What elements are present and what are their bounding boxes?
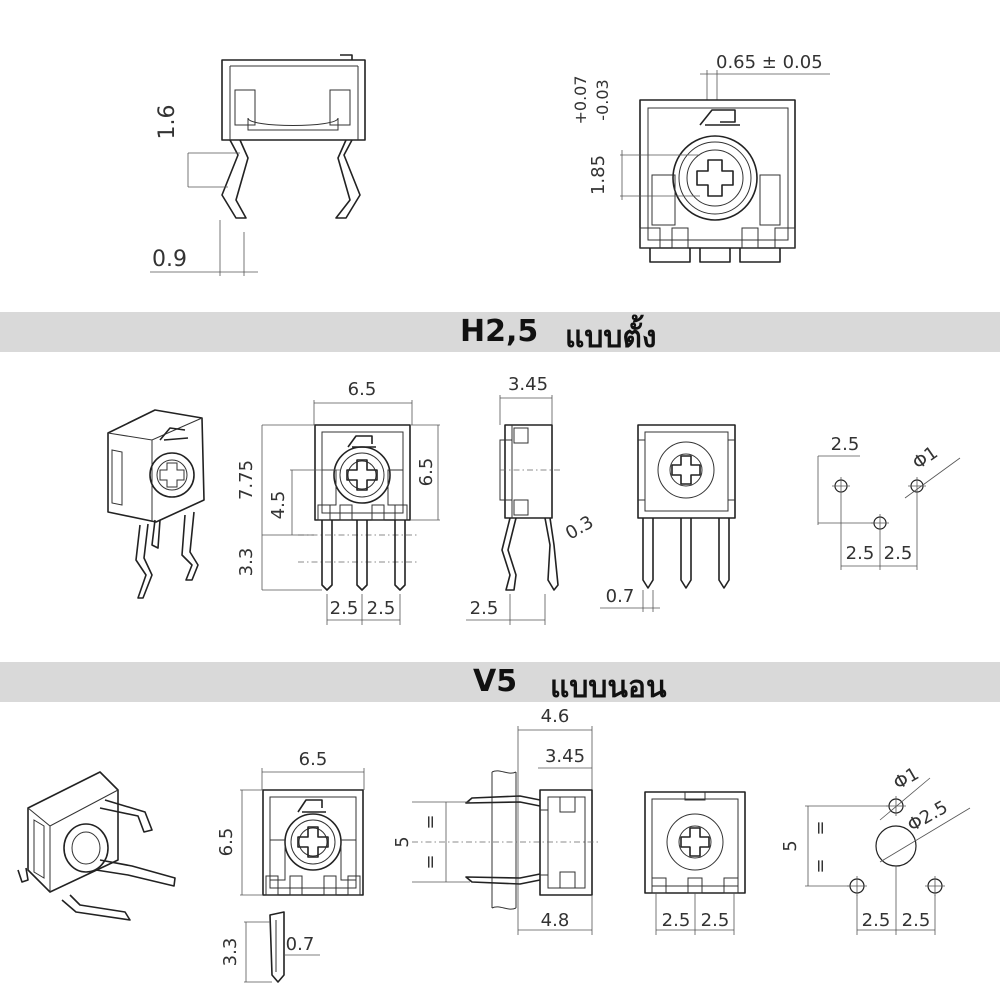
h-fp-hole: Φ1 <box>909 442 942 474</box>
v-eq-bottom: = <box>420 854 441 869</box>
top-front-view: 0.65 ± 0.05 1.85 +0.07 -0.03 <box>571 52 830 263</box>
v-back-view: 2.5 2.5 <box>644 791 746 935</box>
h-dim-pin-w: 0.7 <box>606 586 635 607</box>
h-dim-pin-len: 3.3 <box>236 548 257 577</box>
v-fp-left: 2.5 <box>862 910 891 931</box>
v-fp-eq-top: = <box>810 820 831 835</box>
section-v-band: V5 แบบนอน <box>0 662 1000 705</box>
v-fp-v: 5 <box>780 840 801 851</box>
section-h-subtitle: แบบตั้ง <box>565 320 657 355</box>
h-dim-height-total: 7.75 <box>236 460 257 500</box>
v-fp-hole: Φ1 <box>890 763 923 794</box>
v-footprint: Φ1 Φ2.5 5 = = 2.5 2.5 <box>780 763 971 935</box>
v-side-view: 4.6 3.45 5 = = 4.8 <box>392 706 600 935</box>
section-v-subtitle: แบบนอน <box>550 670 667 705</box>
dim-1-85: 1.85 <box>588 155 609 195</box>
dim-1-6: 1.6 <box>155 105 180 140</box>
v-dim-depth-total: 4.6 <box>541 706 570 727</box>
h-dim-pitch-left: 2.5 <box>330 598 359 619</box>
v-dim-bottom-len: 4.8 <box>541 910 570 931</box>
top-side-view: 1.6 0.9 <box>150 54 366 276</box>
section-h-code: H2,5 <box>460 314 539 349</box>
h-back-view: 0.7 <box>600 424 736 612</box>
v-isometric-view <box>17 771 176 921</box>
h-dim-depth: 3.45 <box>508 374 548 395</box>
v-front-view: 6.5 6.5 3.3 0.7 <box>216 749 365 983</box>
h-front-view: 6.5 7.75 4.5 6.5 3.3 2.5 2.5 <box>236 379 440 625</box>
v-dim-pitch-right: 2.5 <box>701 910 730 931</box>
dim-0-9: 0.9 <box>152 247 187 272</box>
h-dim-height-mid: 4.5 <box>268 491 289 520</box>
h-side-view: 3.45 0.3 2.5 <box>466 374 597 625</box>
h-fp-right: 2.5 <box>884 543 913 564</box>
h-dim-side-offset: 2.5 <box>470 598 499 619</box>
v-fp-eq-bottom: = <box>810 858 831 873</box>
v-eq-top: = <box>420 814 441 829</box>
v-dim-pitch-left: 2.5 <box>662 910 691 931</box>
v-fp-right: 2.5 <box>902 910 931 931</box>
v-dim-width: 6.5 <box>299 749 328 770</box>
h-dim-lead-thk: 0.3 <box>562 512 597 545</box>
v-dim-height: 6.5 <box>216 828 237 857</box>
h-dim-pitch-right: 2.5 <box>367 598 396 619</box>
h-dim-width: 6.5 <box>348 379 377 400</box>
tol-plus: +0.07 <box>571 75 590 124</box>
h-fp-top: 2.5 <box>831 434 860 455</box>
dim-0-65: 0.65 ± 0.05 <box>716 52 823 73</box>
h-fp-left: 2.5 <box>846 543 875 564</box>
h-isometric-view <box>107 409 205 599</box>
tol-minus: -0.03 <box>593 79 612 120</box>
h-dim-height-body: 6.5 <box>416 458 437 487</box>
section-h-band: H2,5 แบบตั้ง <box>0 312 1000 355</box>
v-dim-pin-len: 3.3 <box>220 938 241 967</box>
v-dim-depth-body: 3.45 <box>545 746 585 767</box>
v-dim-pin-w: 0.7 <box>286 934 315 955</box>
section-v-code: V5 <box>473 664 518 699</box>
v-dim-pitch-v: 5 <box>392 836 413 847</box>
v-fp-center: Φ2.5 <box>904 797 952 837</box>
h-footprint: 2.5 Φ1 2.5 2.5 <box>817 434 961 570</box>
